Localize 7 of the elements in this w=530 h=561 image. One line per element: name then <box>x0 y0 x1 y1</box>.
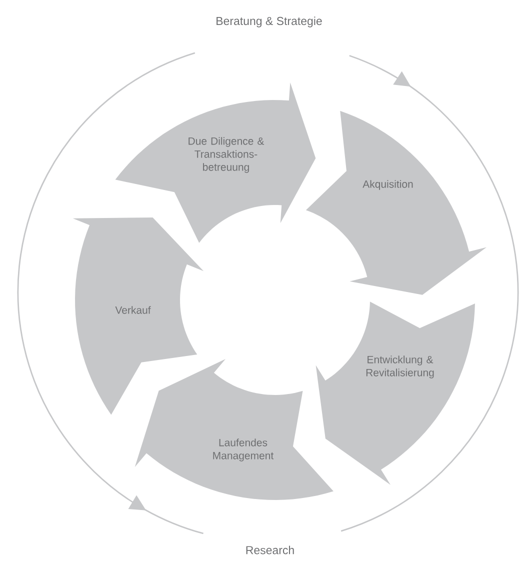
arrow-segment: Akquisition <box>306 110 487 295</box>
arrow-segment: Entwicklung & Revitalisierung <box>316 302 475 485</box>
arrow-segment: Due Diligence & Transaktions-betreuung <box>115 82 316 243</box>
arrow-segment: Verkauf <box>72 218 204 415</box>
cycle-label: Beratung & Strategie <box>216 16 322 28</box>
arrow-segment: Laufendes Management <box>134 358 334 500</box>
cycle-label: Research <box>246 546 294 554</box>
